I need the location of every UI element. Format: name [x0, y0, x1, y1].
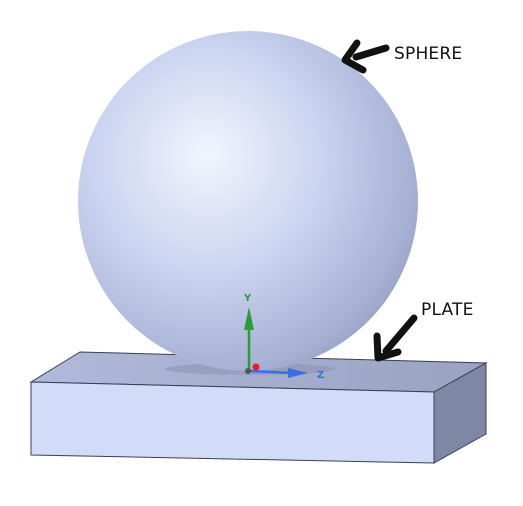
black-arrow-icon — [373, 314, 418, 362]
sphere-label: SPHERE — [394, 44, 463, 64]
plate-label: PLATE — [421, 300, 474, 320]
black-arrow-icon — [341, 39, 390, 74]
y-axis-arrowhead — [244, 307, 254, 330]
coordinate-triad: Y Z — [243, 293, 324, 381]
z-axis-line — [248, 369, 293, 375]
x-axis-marker — [252, 363, 260, 371]
plate — [29, 351, 488, 464]
plate-front-face — [30, 381, 435, 464]
z-axis-label: Z — [317, 370, 324, 381]
plate-side-face — [433, 362, 487, 464]
y-axis-label: Y — [243, 293, 252, 304]
sphere — [78, 31, 418, 371]
z-axis-arrowhead — [288, 368, 308, 378]
origin-point — [245, 368, 251, 374]
